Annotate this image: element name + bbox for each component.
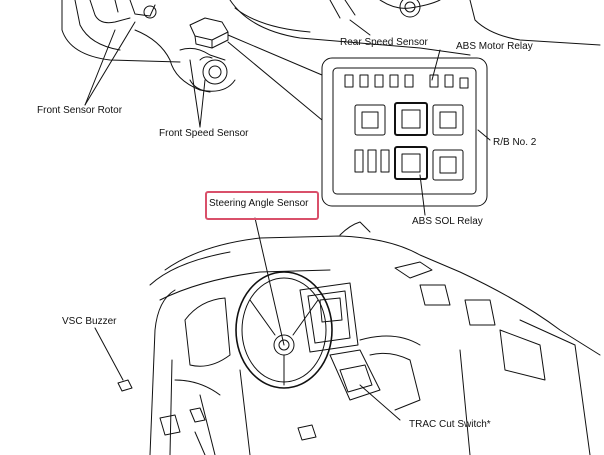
label-front-sensor-rotor: Front Sensor Rotor	[37, 105, 123, 116]
leader-lines-lower	[94, 217, 401, 421]
trac-cut-switch-icon	[297, 424, 317, 441]
label-trac-cut-switch: TRAC Cut Switch*	[409, 419, 491, 430]
label-rear-speed-sensor: Rear Speed Sensor	[340, 37, 428, 48]
vehicle-body-upper	[61, 0, 601, 63]
label-vsc-buzzer: VSC Buzzer	[62, 316, 117, 327]
label-steering-angle-sensor: Steering Angle Sensor	[209, 198, 309, 209]
vsc-buzzer-icon	[117, 379, 133, 392]
label-front-speed-sensor: Front Speed Sensor	[159, 128, 249, 139]
label-abs-sol-relay: ABS SOL Relay	[412, 216, 483, 227]
front-hub-assembly	[89, 0, 236, 93]
label-rb-no2: R/B No. 2	[493, 137, 537, 148]
label-abs-motor-relay: ABS Motor Relay	[456, 41, 533, 52]
dashboard-drawing	[117, 221, 601, 455]
relay-block-rb2	[321, 57, 491, 216]
steering-angle-sensor-highlight-box	[205, 191, 319, 220]
